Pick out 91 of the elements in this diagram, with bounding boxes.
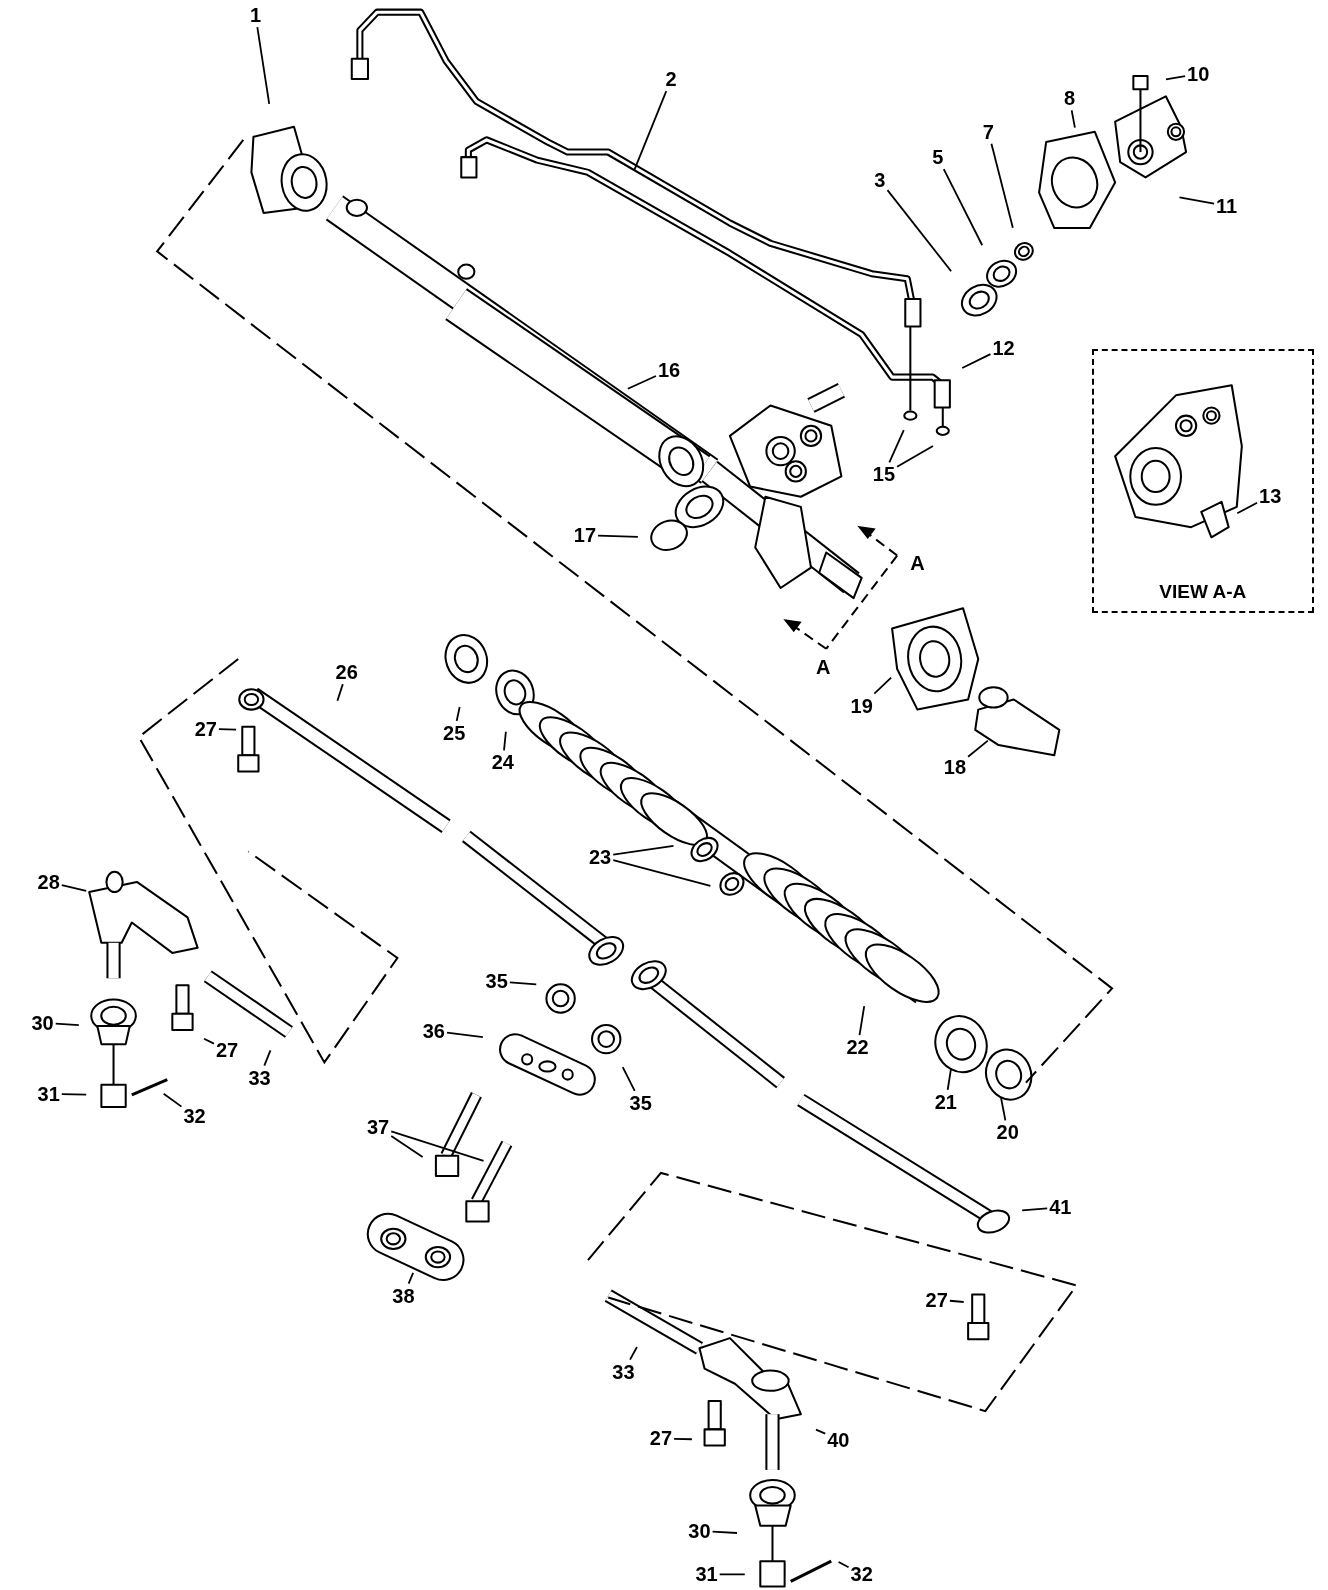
leader-line xyxy=(263,1049,272,1067)
leader-line xyxy=(455,706,461,722)
leader-line xyxy=(612,859,712,887)
callout-number: 31 xyxy=(37,1083,60,1104)
leader-line xyxy=(673,1437,693,1441)
callout-number: 7 xyxy=(982,121,994,142)
callout-number: 30 xyxy=(688,1520,711,1541)
leader-line xyxy=(627,375,657,390)
callout-number: 11 xyxy=(1216,195,1238,216)
leader-line xyxy=(597,534,639,538)
callout-number: 30 xyxy=(31,1012,54,1033)
callout-number: 41 xyxy=(1049,1197,1072,1218)
leader-line xyxy=(1178,196,1215,205)
callout-number: 19 xyxy=(850,695,873,716)
callout-number: 24 xyxy=(491,752,514,773)
leader-line xyxy=(888,429,905,464)
leader-line xyxy=(815,1428,827,1435)
callout-number: 18 xyxy=(943,757,967,778)
callout-number: 38 xyxy=(392,1285,415,1306)
leader-line xyxy=(1000,1096,1007,1122)
callout-number: 25 xyxy=(443,722,466,743)
leader-line xyxy=(162,1092,183,1108)
callout-number: 12 xyxy=(992,337,1015,358)
callout-number: 1 xyxy=(249,5,261,26)
callout-number: 32 xyxy=(183,1106,206,1127)
leader-line xyxy=(858,1005,866,1037)
leader-line xyxy=(967,739,989,758)
callout-number: 31 xyxy=(695,1564,718,1585)
leader-line xyxy=(633,90,668,171)
leader-line xyxy=(711,1530,738,1534)
leader-line xyxy=(1165,75,1186,81)
callout-number: 40 xyxy=(827,1429,850,1450)
leader-line xyxy=(896,445,934,468)
callout-number: 23 xyxy=(589,846,612,867)
leader-line xyxy=(873,676,893,695)
callout-number: 17 xyxy=(573,525,597,546)
leader-line xyxy=(718,1573,746,1576)
callout-number: 16 xyxy=(657,360,681,380)
callout-number: 8 xyxy=(1063,88,1076,109)
leader-line xyxy=(942,168,984,247)
leader-line xyxy=(503,730,507,752)
leader-line xyxy=(886,189,953,273)
leader-line xyxy=(946,1067,952,1091)
callout-number: 3 xyxy=(874,170,886,191)
callout-number: 27 xyxy=(649,1428,673,1449)
callout-number: 33 xyxy=(248,1067,271,1088)
callout-number: 28 xyxy=(37,871,60,892)
leader-line xyxy=(837,1561,850,1569)
leader-line xyxy=(1236,501,1258,515)
leader-line xyxy=(54,1022,80,1027)
callout-number: 2 xyxy=(665,69,677,90)
callout-number: 27 xyxy=(215,1040,239,1061)
leader-line xyxy=(256,26,271,105)
leader-line xyxy=(390,1135,424,1158)
callout-number: 37 xyxy=(367,1117,390,1138)
callout-number: 21 xyxy=(934,1091,957,1112)
leader-line xyxy=(60,884,88,892)
leader-line xyxy=(961,353,992,369)
section-letter: A xyxy=(910,551,925,575)
leader-line xyxy=(407,1272,415,1285)
callout-number: 35 xyxy=(629,1092,652,1113)
callout-number: 35 xyxy=(485,971,508,992)
callout-number: 33 xyxy=(612,1361,635,1382)
leader-line xyxy=(203,1037,215,1045)
leader-line xyxy=(629,1346,638,1361)
callout-number: 32 xyxy=(850,1564,873,1585)
callout-number: 20 xyxy=(996,1122,1019,1143)
leader-line xyxy=(446,1031,484,1038)
callout-number: 15 xyxy=(872,464,896,485)
callout-number: 36 xyxy=(422,1020,445,1041)
view-title: VIEW A-A xyxy=(1158,581,1248,604)
leader-line xyxy=(336,683,344,702)
callout-number: 26 xyxy=(335,662,358,683)
leader-line xyxy=(621,1066,636,1092)
leader-line xyxy=(508,981,538,986)
leader-line xyxy=(1021,1207,1049,1212)
leader-line xyxy=(60,1093,88,1096)
callout-number: 22 xyxy=(846,1037,869,1058)
leader-line xyxy=(1070,109,1076,129)
leader-line xyxy=(218,728,237,731)
section-letter: A xyxy=(815,655,831,679)
leader-line xyxy=(612,844,675,856)
callout-number: 5 xyxy=(932,147,944,168)
callout-number: 27 xyxy=(194,718,217,739)
view-frame xyxy=(1091,348,1314,614)
leader-line xyxy=(948,1299,965,1303)
callout-number: 10 xyxy=(1187,64,1210,84)
callout-number: 13 xyxy=(1259,485,1282,506)
leader-line xyxy=(990,142,1014,229)
leader-line xyxy=(390,1130,485,1162)
callout-number: 27 xyxy=(925,1289,948,1310)
